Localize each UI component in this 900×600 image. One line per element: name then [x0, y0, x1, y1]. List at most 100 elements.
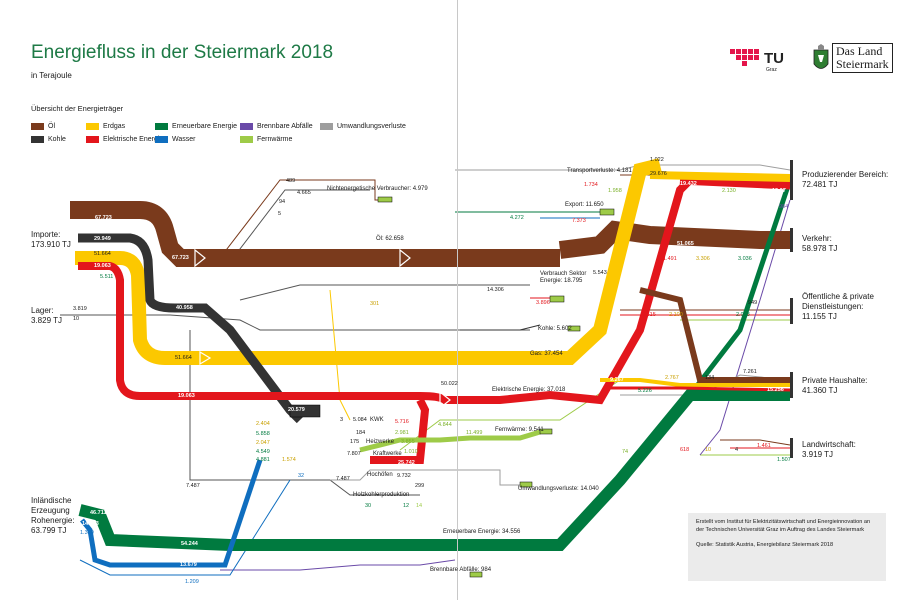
node-umwandlungsverluste: Umwandlungsverluste: 14.040	[518, 486, 599, 492]
value-oel-node: 67.723	[172, 255, 189, 261]
flow-gas-import	[75, 158, 662, 365]
source-importe: Importe: 173.910 TJ	[31, 230, 71, 249]
value-1491: 1.491	[663, 256, 677, 262]
node-export: Export: 11.650	[565, 202, 604, 208]
sink-bars	[790, 160, 793, 458]
value-30: 30	[365, 503, 372, 509]
legend-label: Fernwärme	[257, 136, 293, 143]
legend-swatch	[240, 136, 253, 143]
value-94: 94	[279, 199, 286, 205]
tu-logo-sub: Graz	[766, 67, 777, 73]
legend-label: Öl	[48, 123, 55, 130]
steiermark-crest-icon	[813, 44, 829, 69]
page-subtitle: in Terajoule	[31, 71, 72, 80]
value-gas-node: 51.664	[175, 355, 192, 361]
value-1010: 1.010	[404, 449, 418, 455]
flow-brennbare	[220, 559, 456, 571]
sink-landwirtschaft: Landwirtschaft: 3.919 TJ	[802, 440, 856, 459]
value-4844: 4.844	[438, 422, 452, 428]
value-184: 184	[356, 430, 366, 436]
value-7487b: 7.487	[186, 483, 200, 489]
flow-nichtenergetisch-grey	[229, 189, 370, 263]
legend-item-elektrisch: Elektrische Energie	[86, 136, 163, 143]
value-5858: 5.858	[256, 431, 270, 437]
node-hochoefen: Hochöfen	[367, 472, 393, 478]
arrow-el	[439, 390, 451, 410]
value-3855: 3.855	[401, 439, 415, 445]
value-7807: 7.807	[347, 451, 361, 457]
value-7261: 7.261	[743, 369, 757, 375]
legend-swatch	[155, 123, 168, 130]
flow-purple-right	[699, 199, 791, 456]
node-box-nichtenerg	[377, 196, 393, 203]
value-20579: 20.579	[288, 407, 305, 413]
node-boxes	[289, 196, 615, 578]
legend-item-erneuerbar: Erneuerbare Energie	[155, 123, 237, 130]
node-kwk: KWK	[370, 417, 384, 423]
node-gas: Gas: 37.454	[530, 351, 563, 357]
sink-bar-haushalte	[790, 372, 793, 398]
sink-bar-dienst	[790, 298, 793, 324]
value-3: 3	[340, 417, 344, 423]
credit-box: Erstellt vom Institut für Elektrizitätsw…	[688, 513, 886, 581]
sink-bar-produzierend	[790, 160, 793, 200]
value-10: 10	[705, 447, 712, 453]
flow-blue-bottom	[79, 479, 291, 576]
value-kohle-node: 40.958	[176, 305, 193, 311]
value-1461: 1.461	[757, 443, 771, 449]
node-kraftwerke: Kraftwerke	[373, 451, 402, 457]
legend-swatch	[31, 136, 44, 143]
legend-label: Brennbare Abfälle	[257, 123, 313, 130]
flow-produz-red	[679, 175, 791, 190]
value-imp-oel: 67.723	[95, 215, 112, 221]
value-4549: 4.549	[256, 449, 270, 455]
node-box-kwk	[289, 404, 321, 418]
value-5543: 5.543	[593, 270, 607, 276]
value-6515: 6.515	[642, 312, 656, 318]
value-15256: 15.256	[767, 387, 784, 393]
node-heizwerke: Heizwerke	[366, 439, 395, 445]
source-lager: Lager: 3.829 TJ	[31, 306, 62, 325]
flow-haushalte-yellow	[600, 378, 790, 387]
value-imp-kohle: 29.949	[94, 236, 111, 242]
value-4: 4	[735, 447, 739, 453]
center-divider	[457, 0, 458, 600]
value-lager: 3.819	[73, 306, 87, 312]
legend-item-umwandlung: Umwandlungsverluste	[320, 123, 406, 130]
value-14306: 14.306	[487, 287, 504, 293]
flow-oel-import	[70, 201, 560, 267]
legend-item-fernwaerme: Fernwärme	[240, 136, 292, 143]
legend-item-wasser: Wasser	[155, 136, 195, 143]
value-3306: 3.306	[696, 256, 710, 262]
sink-haushalte: Private Haushalte: 41.360 TJ	[802, 376, 868, 395]
value-50022: 50.022	[441, 381, 458, 387]
value-el-node: 19.063	[178, 393, 195, 399]
value-1022: 1.022	[650, 157, 664, 163]
value-1958: 1.958	[608, 188, 622, 194]
legend-swatch	[240, 123, 253, 130]
value-imp-gas: 51.664	[94, 251, 111, 257]
arrow-oel-import	[194, 248, 206, 268]
sink-produzierend: Produzierender Bereich: 72.481 TJ	[802, 170, 889, 189]
node-box-sektor	[549, 295, 565, 303]
node-verbrauch-sektor: Verbrauch Sektor Energie: 18.795	[540, 271, 587, 284]
flow-fw	[359, 429, 541, 453]
value-3896: 3.896	[536, 300, 550, 306]
value-4272: 4.272	[510, 215, 524, 221]
credit-source: Quelle: Statistik Austria, Energiebilanz…	[696, 542, 834, 549]
value-5: 5	[278, 211, 282, 217]
node-brennbare: Brennbare Abfälle: 984	[430, 567, 492, 573]
node-erneuerbare: Erneuerbare Energie: 34.556	[443, 529, 521, 535]
legend-label: Erdgas	[103, 123, 126, 130]
flow-haushalte-red	[610, 386, 791, 392]
value-4665: 4.665	[297, 190, 311, 196]
legend-swatch	[86, 123, 99, 130]
legend-swatch	[155, 136, 168, 143]
node-kohle: Kohle: 5.602	[538, 326, 572, 332]
legend-label: Erneuerbare Energie	[172, 123, 237, 130]
legend-item-kohle: Kohle	[31, 136, 66, 143]
value-984-top: 984	[779, 204, 789, 210]
value-9732: 9.732	[397, 473, 411, 479]
flow-kohle-import	[78, 233, 304, 424]
